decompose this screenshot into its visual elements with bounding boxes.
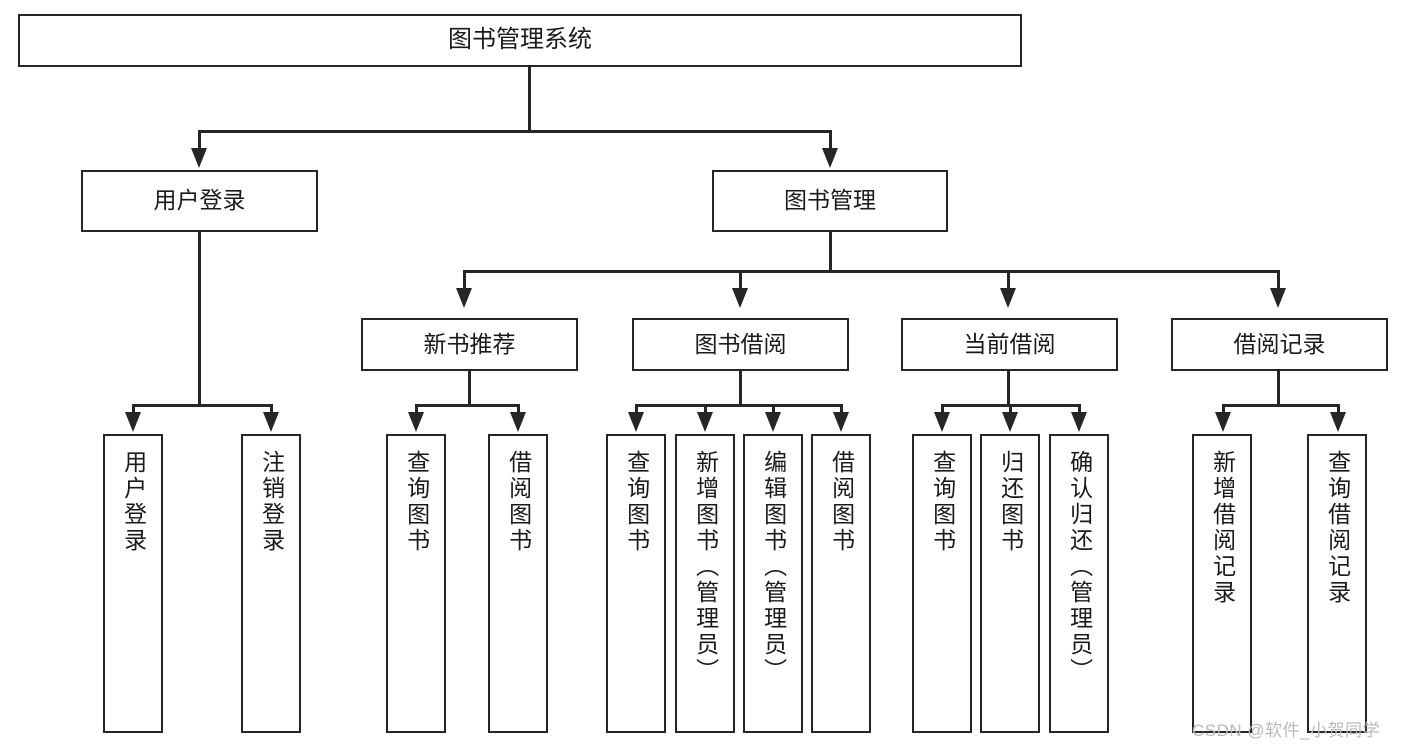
node-leaf-return-book[interactable]: 归还图书 — [980, 434, 1040, 733]
arrow-down-icon-borrow-record-2 — [1330, 412, 1346, 432]
connector-root-drop-2 — [829, 130, 832, 152]
node-leaf-add-book-label: 新增图书（管理员） — [692, 450, 719, 684]
node-leaf-return-book-label: 归还图书 — [997, 450, 1024, 554]
arrow-down-icon-current-borrow-2 — [1002, 412, 1018, 432]
node-leaf-query-book-3[interactable]: 查询图书 — [912, 434, 972, 733]
node-leaf-add-record-label: 新增借阅记录 — [1209, 450, 1236, 606]
connector-book-borrow-drop-4 — [840, 404, 843, 416]
node-leaf-query-book-3-label: 查询图书 — [929, 450, 956, 554]
arrow-down-icon-current-borrow-3 — [1071, 412, 1087, 432]
arrow-down-icon-book-manage-2 — [732, 288, 748, 308]
arrow-down-icon-borrow-record-1 — [1215, 412, 1231, 432]
arrow-down-icon-new-book-2 — [510, 412, 526, 432]
arrow-down-icon-book-borrow-2 — [697, 412, 713, 432]
connector-book-manage-drop-1 — [463, 270, 466, 292]
connector-borrow-record-stem — [1277, 371, 1280, 406]
arrow-down-icon-book-manage-1 — [456, 288, 472, 308]
node-leaf-user-login-label: 用户登录 — [120, 450, 147, 554]
node-leaf-query-record[interactable]: 查询借阅记录 — [1307, 434, 1367, 733]
node-leaf-edit-book[interactable]: 编辑图书（管理员） — [743, 434, 803, 733]
node-leaf-borrow-book-2-label: 借阅图书 — [828, 450, 855, 554]
node-book-manage[interactable]: 图书管理 — [712, 170, 948, 232]
node-book-manage-label: 图书管理 — [784, 187, 876, 214]
arrow-down-icon-root-2 — [822, 148, 838, 168]
connector-current-borrow-drop-2 — [1009, 404, 1012, 416]
node-leaf-confirm-return[interactable]: 确认归还（管理员） — [1049, 434, 1109, 733]
node-new-book-recommend[interactable]: 新书推荐 — [361, 318, 578, 371]
connector-new-book-drop-2 — [517, 404, 520, 416]
node-root-label: 图书管理系统 — [448, 26, 592, 54]
arrow-down-icon-user-login-1 — [125, 412, 141, 432]
connector-book-borrow-drop-3 — [772, 404, 775, 416]
arrow-down-icon-book-borrow-4 — [833, 412, 849, 432]
node-leaf-query-record-label: 查询借阅记录 — [1324, 450, 1351, 606]
connector-borrow-record-drop-1 — [1222, 404, 1225, 416]
node-leaf-logout[interactable]: 注销登录 — [241, 434, 301, 733]
node-borrow-record-label: 借阅记录 — [1233, 330, 1326, 357]
connector-new-book-stem — [468, 371, 471, 406]
node-leaf-add-record[interactable]: 新增借阅记录 — [1192, 434, 1252, 733]
node-current-borrow[interactable]: 当前借阅 — [901, 318, 1118, 371]
connector-book-borrow-stem — [739, 371, 742, 406]
node-leaf-edit-book-label: 编辑图书（管理员） — [760, 450, 787, 684]
connector-current-borrow-drop-1 — [941, 404, 944, 416]
connector-root-drop-1 — [198, 130, 201, 152]
arrow-down-icon-current-borrow-1 — [934, 412, 950, 432]
node-leaf-query-book-2[interactable]: 查询图书 — [606, 434, 666, 733]
arrow-down-icon-book-manage-4 — [1270, 288, 1286, 308]
node-user-login[interactable]: 用户登录 — [81, 170, 318, 232]
arrow-down-icon-book-borrow-3 — [765, 412, 781, 432]
node-book-borrow[interactable]: 图书借阅 — [632, 318, 849, 371]
connector-user-login-bus — [132, 404, 271, 407]
node-new-book-recommend-label: 新书推荐 — [423, 330, 516, 357]
connector-root-bus — [198, 130, 831, 133]
connector-book-manage-bus — [463, 270, 1279, 273]
connector-user-login-drop-2 — [270, 404, 273, 416]
node-current-borrow-label: 当前借阅 — [963, 330, 1056, 357]
node-leaf-confirm-return-label: 确认归还（管理员） — [1066, 450, 1093, 684]
node-root-system[interactable]: 图书管理系统 — [18, 14, 1022, 67]
node-leaf-query-book-2-label: 查询图书 — [623, 450, 650, 554]
connector-book-manage-stem — [829, 232, 832, 272]
connector-user-login-stem — [198, 232, 201, 406]
connector-borrow-record-drop-2 — [1337, 404, 1340, 416]
connector-user-login-drop-1 — [132, 404, 135, 416]
connector-current-borrow-drop-3 — [1078, 404, 1081, 416]
connector-borrow-record-bus — [1222, 404, 1339, 407]
arrow-down-icon-user-login-2 — [263, 412, 279, 432]
connector-root-stem — [528, 67, 531, 130]
connector-book-manage-drop-3 — [1007, 270, 1010, 292]
node-leaf-query-book-1[interactable]: 查询图书 — [386, 434, 446, 733]
arrow-down-icon-root-1 — [191, 148, 207, 168]
connector-new-book-drop-1 — [415, 404, 418, 416]
connector-current-borrow-stem — [1007, 371, 1010, 406]
connector-book-manage-drop-4 — [1277, 270, 1280, 292]
arrow-down-icon-new-book-1 — [408, 412, 424, 432]
node-leaf-borrow-book-1-label: 借阅图书 — [505, 450, 532, 554]
arrow-down-icon-book-manage-3 — [1000, 288, 1016, 308]
node-leaf-add-book[interactable]: 新增图书（管理员） — [675, 434, 735, 733]
connector-book-borrow-drop-2 — [704, 404, 707, 416]
node-leaf-user-login[interactable]: 用户登录 — [103, 434, 163, 733]
node-leaf-logout-label: 注销登录 — [258, 450, 285, 554]
node-leaf-borrow-book-1[interactable]: 借阅图书 — [488, 434, 548, 733]
node-leaf-borrow-book-2[interactable]: 借阅图书 — [811, 434, 871, 733]
connector-book-borrow-drop-1 — [635, 404, 638, 416]
node-user-login-label: 用户登录 — [153, 187, 246, 214]
connector-book-manage-drop-2 — [739, 270, 742, 292]
node-leaf-query-book-1-label: 查询图书 — [403, 450, 430, 554]
connector-book-borrow-bus — [635, 404, 842, 407]
node-borrow-record[interactable]: 借阅记录 — [1171, 318, 1388, 371]
node-book-borrow-label: 图书借阅 — [694, 330, 787, 357]
arrow-down-icon-book-borrow-1 — [628, 412, 644, 432]
csdn-watermark: CSDN @软件_小贺同学 — [1192, 721, 1381, 740]
connector-new-book-bus — [415, 404, 520, 407]
